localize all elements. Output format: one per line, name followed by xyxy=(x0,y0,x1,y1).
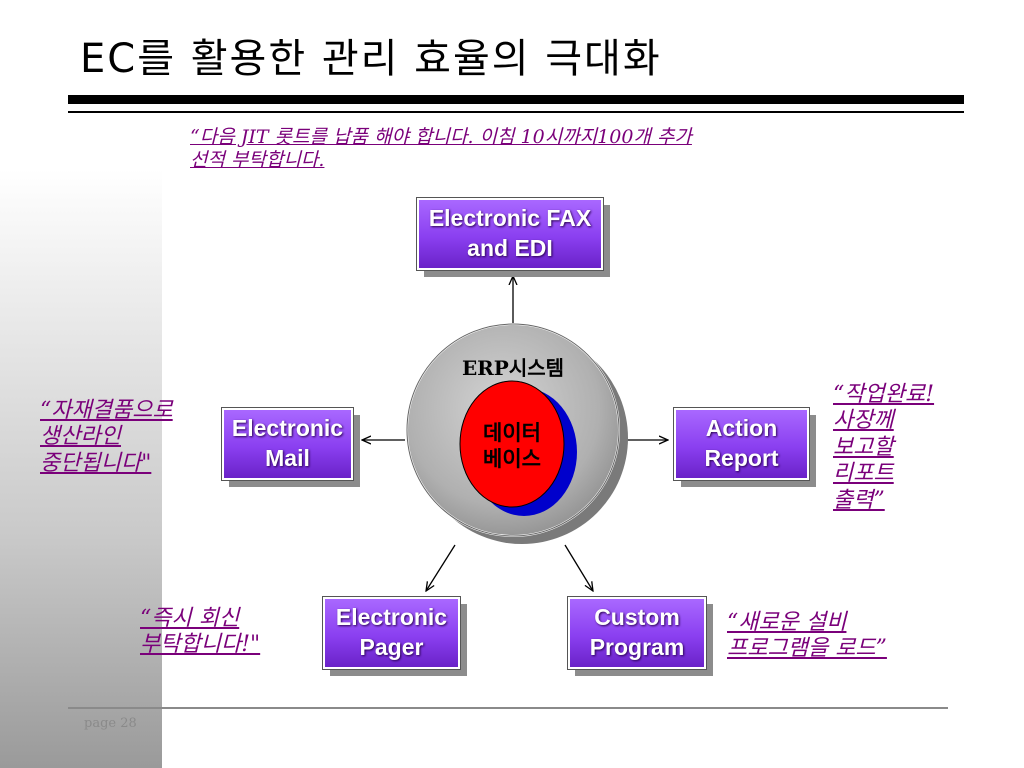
custom-program-box: Custom Program xyxy=(567,596,707,670)
electronic-mail-label: Electronic Mail xyxy=(231,415,344,471)
electronic-fax-edi-box: Electronic FAX and EDI xyxy=(416,197,604,271)
side-gradient-panel xyxy=(0,0,162,768)
arrow-to-custom xyxy=(564,544,593,591)
database-disk xyxy=(459,380,565,508)
title-rule-thin xyxy=(68,111,964,113)
arrow-to-pager xyxy=(426,544,456,591)
footer-rule xyxy=(68,707,948,709)
database-label: 데이터 베이스 xyxy=(483,421,541,472)
quote-top: “다음 JIT 롯트를 납품 해야 합니다. 이침 10시까지100개 추가 선… xyxy=(190,126,692,171)
quote-right: “작업완료! 사장께 보고할 리포트 출력” xyxy=(833,382,935,513)
page-number: page 28 xyxy=(84,716,137,731)
quote-bottom-left: “즉시 회신 부탁합니다!" xyxy=(140,606,261,658)
quote-bottom-right: “새로운 설비 프로그램을 로드” xyxy=(727,610,887,662)
page-title: EC를 활용한 관리 효율의 극대화 xyxy=(80,36,662,82)
custom-program-label: Custom Program xyxy=(589,604,685,660)
quote-left: “자재결품으로 생산라인 중단됩니다" xyxy=(40,398,173,476)
electronic-pager-label: Electronic Pager xyxy=(335,604,448,660)
electronic-mail-box: Electronic Mail xyxy=(221,407,354,481)
action-report-label: Action Report xyxy=(704,415,779,471)
erp-system-label: ERP시스템 xyxy=(461,356,565,380)
electronic-fax-edi-label: Electronic FAX and EDI xyxy=(428,205,592,261)
action-report-box: Action Report xyxy=(673,407,810,481)
erp-ring-inner-edge xyxy=(406,323,620,537)
title-rule-thick xyxy=(68,95,964,104)
electronic-pager-box: Electronic Pager xyxy=(322,596,461,670)
